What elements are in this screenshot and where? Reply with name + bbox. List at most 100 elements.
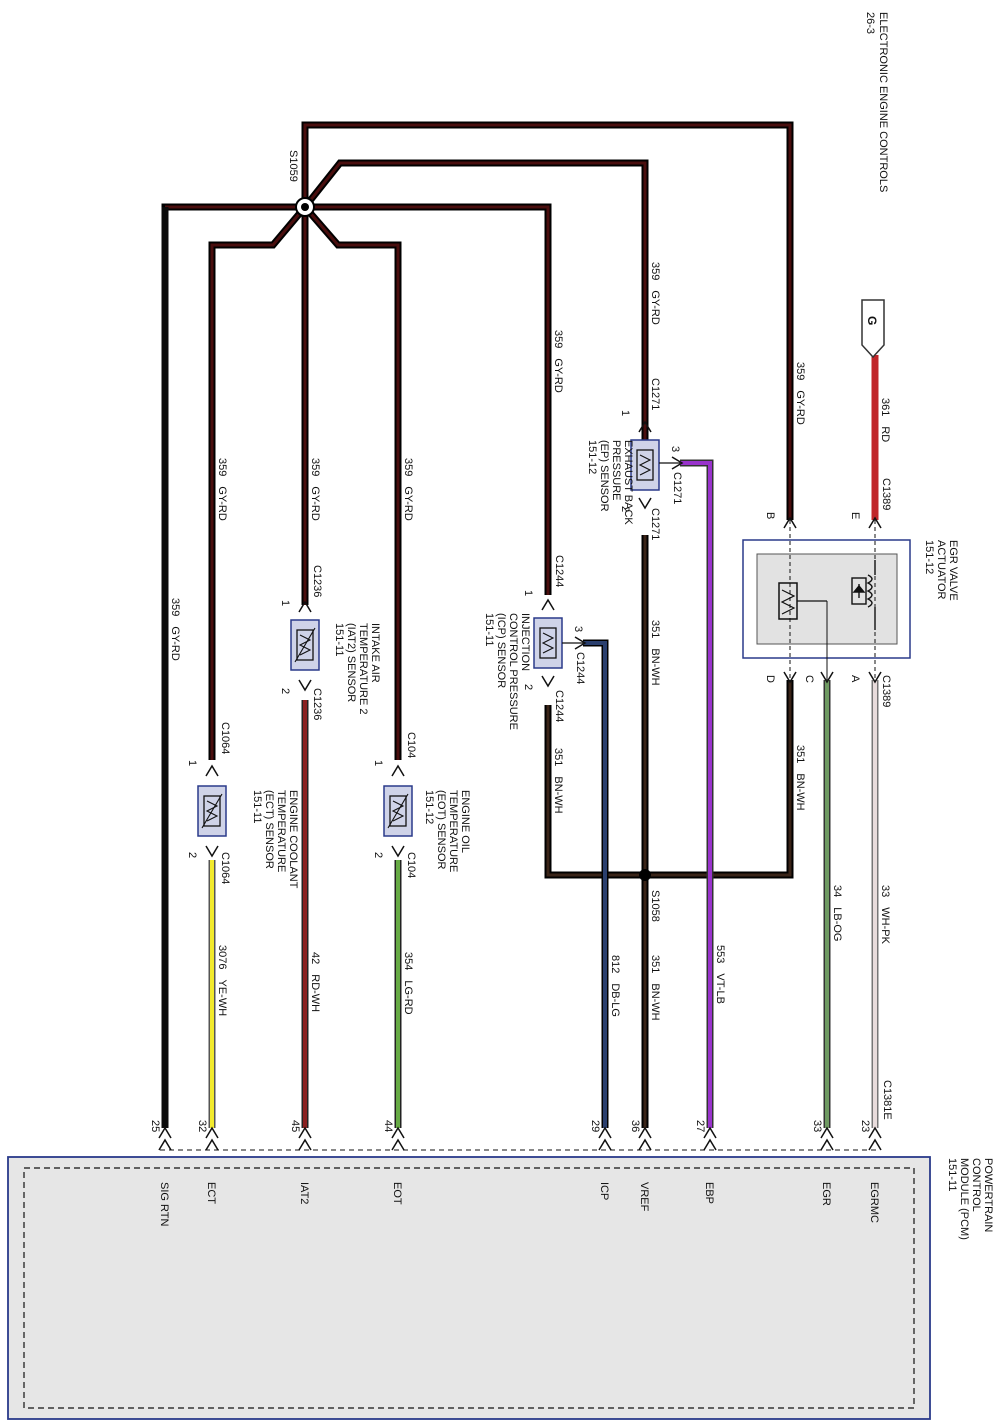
iat2-pin-2: 2 [279, 688, 291, 694]
pcm-pin-label: EBP [703, 1182, 715, 1204]
ect-connector-2: C1064 [219, 852, 231, 884]
svg-text:PRESSURE: PRESSURE [610, 440, 622, 501]
eot-connector-2: C104 [405, 852, 417, 878]
wire-label-egr-sig: 34LB-OG [831, 885, 843, 941]
svg-text:151-12: 151-12 [586, 440, 598, 474]
svg-text:CONTROL PRESSURE: CONTROL PRESSURE [507, 613, 519, 730]
wire-label-sig-rtn: 359GY-RD [169, 598, 181, 661]
pcm-name-3: MODULE (PCM) [958, 1158, 970, 1240]
page-ref: 26-3 [864, 12, 876, 34]
svg-text:EXHAUST BACK: EXHAUST BACK [622, 440, 634, 525]
ebp-pin-3: 3 [669, 446, 681, 452]
ebp-sensor: EXHAUST BACK PRESSURE (EP) SENSOR 151-12 [586, 420, 684, 525]
connector-g: G [861, 299, 885, 359]
pcm-name-1: POWERTRAIN [982, 1158, 994, 1232]
pcm-module: POWERTRAIN CONTROL MODULE (PCM) 151-11 C… [7, 1080, 994, 1420]
pcm-name-4: 151-11 [946, 1158, 958, 1191]
pcm-pin-number: 33 [811, 1120, 823, 1132]
svg-text:151-12: 151-12 [923, 540, 935, 574]
pcm-pin-number: 36 [629, 1120, 641, 1132]
wire-label-icp-vref: 359GY-RD [552, 330, 564, 393]
eot-connector-1: C104 [405, 732, 417, 758]
wire-label-icp-rtn: 351BN-WH [552, 748, 564, 814]
wire-gy-rd-network [161, 121, 794, 1128]
pcm-pin-label: EGR [820, 1182, 832, 1206]
egr-connector-bottom: C1389 [880, 675, 892, 707]
splice-s1058 [639, 869, 651, 881]
pcm-pin-label: EOT [391, 1182, 403, 1205]
iat2-connector-2: C1236 [311, 688, 323, 720]
pcm-pin-label: ECT [205, 1182, 217, 1204]
wire-label-ebp-rtn: 351BN-WH [649, 620, 661, 686]
ect-sensor: ENGINE COOLANT TEMPERATURE (ECT) SENSOR … [197, 764, 299, 889]
pcm-pin-number: 25 [149, 1120, 161, 1132]
svg-text:ENGINE OIL: ENGINE OIL [459, 790, 471, 853]
wire-label-ect-sig: 3076YE-WH [216, 945, 228, 1016]
ebp-connector-1: C1271 [649, 378, 661, 410]
wire-bn-wh-network [544, 535, 794, 1128]
iat2-sensor: INTAKE AIR TEMPERATURE 2 (IAT2) SENSOR 1… [290, 600, 381, 714]
svg-text:(EOT) SENSOR: (EOT) SENSOR [435, 790, 447, 870]
pcm-pin-number: 23 [859, 1120, 871, 1132]
pcm-pin-label: SIG RTN [158, 1182, 170, 1226]
svg-text:(IAT2) SENSOR: (IAT2) SENSOR [345, 623, 357, 702]
ebp-pin-2: 2 [619, 506, 631, 512]
svg-text:ENGINE COOLANT: ENGINE COOLANT [287, 790, 299, 889]
icp-sensor: INJECTION CONTROL PRESSURE (ICP) SENSOR … [483, 598, 587, 730]
splice-s1059-label: S1059 [287, 150, 299, 182]
pcm-pin-number: 45 [289, 1120, 301, 1132]
svg-text:151-12: 151-12 [423, 790, 435, 824]
icp-pin-2: 2 [522, 684, 534, 690]
ebp-connector-2: C1271 [649, 508, 661, 540]
egr-pin-a: A [849, 675, 861, 683]
svg-text:(ECT) SENSOR: (ECT) SENSOR [263, 790, 275, 869]
egr-connector-top: C1389 [880, 478, 892, 510]
svg-text:TEMPERATURE 2: TEMPERATURE 2 [357, 623, 369, 714]
eot-sensor: ENGINE OIL TEMPERATURE (EOT) SENSOR 151-… [383, 764, 471, 872]
icp-pin-1: 1 [522, 590, 534, 596]
wire-label-ect-vref: 359GY-RD [216, 458, 228, 521]
iat2-connector-1: C1236 [311, 565, 323, 597]
wire-label-egr-vref: 359GY-RD [794, 362, 806, 425]
svg-text:EGR VALVE: EGR VALVE [947, 540, 959, 601]
svg-text:G: G [865, 316, 879, 325]
wire-label-vref-main: 351BN-WH [649, 955, 661, 1021]
svg-text:151-11: 151-11 [251, 790, 263, 823]
svg-text:(EP) SENSOR: (EP) SENSOR [598, 440, 610, 512]
svg-text:(ICP) SENSOR: (ICP) SENSOR [495, 613, 507, 688]
wire-label-eot-vref: 359GY-RD [402, 458, 414, 521]
pcm-name-2: CONTROL [970, 1158, 982, 1212]
ebp-pin-1: 1 [619, 410, 631, 416]
wire-label-egr-pwr: 361RD [879, 398, 891, 442]
pcm-pin-label: VREF [638, 1182, 650, 1212]
wire-label-egrmc: 33WH-PK [879, 885, 891, 945]
wire-label-eot-sig: 354LG-RD [402, 952, 414, 1015]
wire-label-egr-rtn: 351BN-WH [794, 745, 806, 811]
icp-connector-3: C1244 [574, 652, 586, 684]
iat2-pin-1: 1 [279, 600, 291, 606]
svg-text:151-11: 151-11 [333, 623, 345, 656]
pcm-pin-label: EGRMC [868, 1182, 880, 1223]
svg-text:INJECTION: INJECTION [519, 613, 531, 671]
pcm-connector: C1381E [881, 1080, 893, 1120]
pcm-pin-number: 44 [382, 1120, 394, 1132]
egr-pin-b: B [764, 512, 776, 519]
svg-text:INTAKE AIR: INTAKE AIR [369, 623, 381, 683]
ect-pin-2: 2 [186, 852, 198, 858]
wire-label-icp-sig: 812DB-LG [609, 955, 621, 1017]
wire-label-ebp-sig: 553VT-LB [714, 945, 726, 1004]
wire-label-iat-sig: 42RD-WH [309, 952, 321, 1012]
wire-label-ebp-vref: 359GY-RD [649, 262, 661, 325]
pcm-pin-number: 29 [589, 1120, 601, 1132]
pcm-pin-number: 27 [694, 1120, 706, 1132]
egr-valve-actuator: EGR VALVE ACTUATOR 151-12 [742, 520, 959, 680]
egr-pin-d: D [764, 675, 776, 683]
